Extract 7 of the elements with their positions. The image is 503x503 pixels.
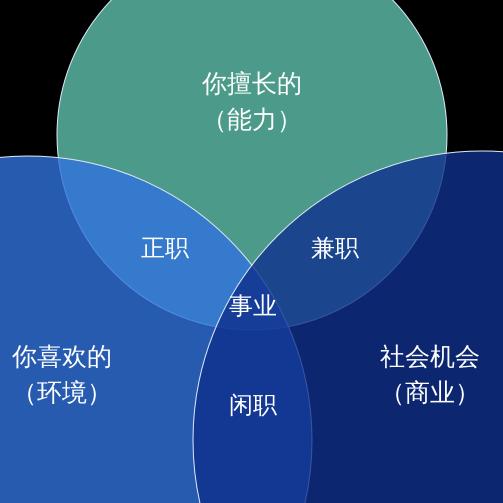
region-label: 正职	[141, 233, 189, 264]
region-label: 闲职	[229, 390, 277, 421]
circle-label: 你擅长的（能力）	[200, 68, 303, 136]
region-label: 兼职	[311, 233, 359, 264]
circle-label: 社会机会（商业）	[378, 340, 481, 409]
circle-label: 你喜欢的（环境）	[10, 340, 113, 409]
region-label: 事业	[229, 291, 277, 322]
